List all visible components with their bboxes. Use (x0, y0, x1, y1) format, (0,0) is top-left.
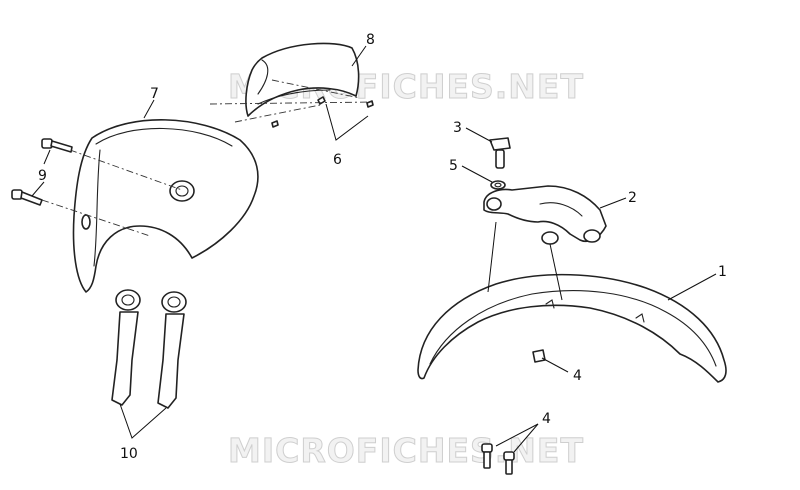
headlight-cowl (41, 119, 259, 293)
cowl-brackets (111, 289, 187, 409)
watermark-bottom: MICROFICHES.NET (228, 431, 584, 470)
callout-6: 6 (333, 152, 342, 168)
callout-8: 8 (366, 32, 375, 48)
callout-5: 5 (449, 158, 458, 174)
leader-lines (31, 45, 717, 453)
fender-bracket (483, 185, 607, 245)
callout-4-lower: 4 (542, 411, 551, 427)
callout-10: 10 (120, 446, 138, 462)
callout-2: 2 (628, 190, 637, 206)
callout-9: 9 (38, 168, 47, 184)
callout-3: 3 (453, 120, 462, 136)
cowl-bolts (11, 138, 73, 206)
bracket-hardware (489, 137, 511, 190)
callout-1: 1 (718, 264, 727, 280)
visor-part (245, 42, 360, 117)
callout-7: 7 (150, 86, 159, 102)
front-fender (417, 273, 727, 383)
callout-labels: 1 2 3 5 4 4 6 7 8 9 10 (38, 32, 727, 462)
fender-screws (481, 349, 546, 475)
visor-screws (209, 79, 376, 128)
callout-4-upper: 4 (573, 368, 582, 384)
